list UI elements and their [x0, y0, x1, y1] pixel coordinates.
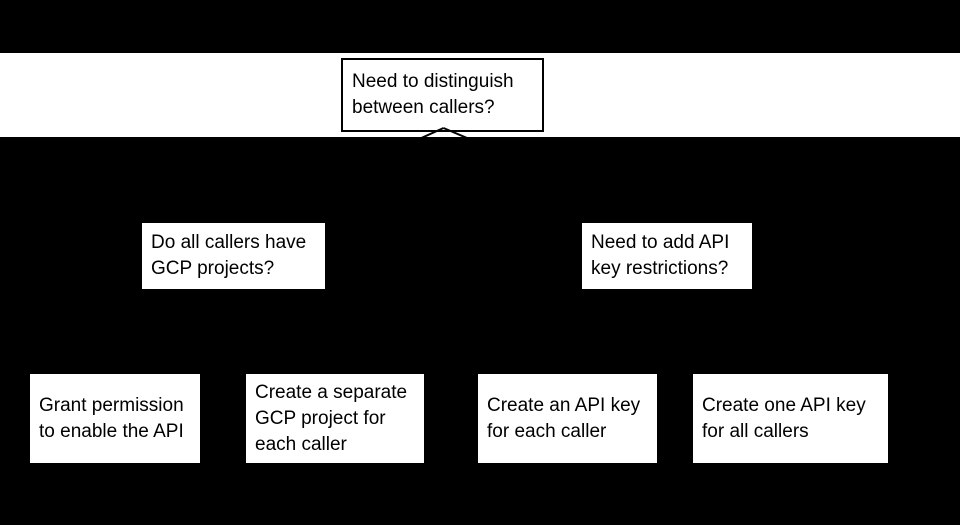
outcome-node-grant-permission: Grant permission to enable the API — [30, 374, 200, 463]
outcome-node-separate-gcp-project: Create a separate GCP project for each c… — [246, 374, 424, 463]
decision-node-api-key-restrictions: Need to add API key restrictions? — [582, 223, 752, 289]
outcome-node-label: Create an API key for each caller — [487, 394, 641, 442]
decision-node-label: Need to distinguish between callers? — [352, 71, 514, 118]
decision-node-label: Need to add API key restrictions? — [591, 232, 730, 279]
decision-node-distinguish-callers: Need to distinguish between callers? — [341, 58, 544, 132]
outcome-node-label: Grant permission to enable the API — [39, 394, 184, 442]
outcome-node-label: Create a separate GCP project for each c… — [255, 381, 408, 455]
outcome-node-api-key-each-caller: Create an API key for each caller — [478, 374, 657, 463]
decision-node-gcp-projects: Do all callers have GCP projects? — [142, 223, 325, 289]
decision-node-label: Do all callers have GCP projects? — [151, 232, 307, 279]
outcome-node-one-api-key-all-callers: Create one API key for all callers — [693, 374, 888, 463]
outcome-node-label: Create one API key for all callers — [702, 394, 866, 442]
